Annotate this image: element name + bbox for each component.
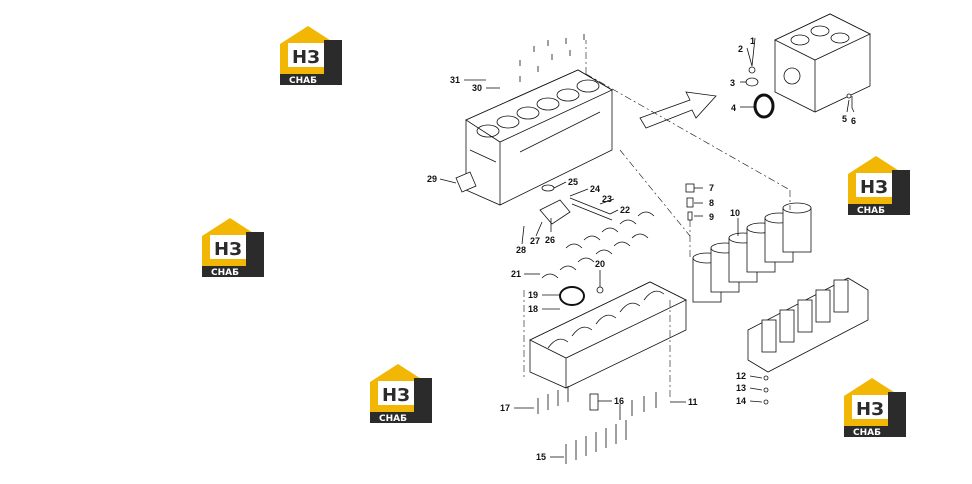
watermark-logo: НЗ СНАБ [370, 364, 432, 424]
view-arrow [639, 91, 717, 129]
watermark-word: СНАБ [857, 206, 885, 216]
callout-6: 6 [851, 116, 856, 126]
callout-30: 30 [472, 83, 482, 93]
callout-21: 21 [511, 269, 521, 279]
watermark-logo: НЗ СНАБ [844, 378, 906, 438]
bearing-shells-upper [541, 211, 655, 279]
watermark-word: СНАБ [853, 428, 881, 438]
callout-12: 12 [736, 371, 746, 381]
callout-31: 31 [450, 75, 460, 85]
callout-23: 23 [602, 194, 612, 204]
watermark-logo: НЗ СНАБ [202, 218, 264, 278]
callout-2: 2 [738, 44, 743, 54]
watermark-logo: НЗ СНАБ [848, 156, 910, 216]
block-bottom-view [747, 277, 869, 373]
callout-7: 7 [709, 183, 714, 193]
callout-1: 1 [750, 36, 755, 46]
callout-24: 24 [590, 184, 600, 194]
watermark-letters: НЗ [292, 47, 320, 68]
callout-9: 9 [709, 212, 714, 222]
crankcase-bolts [537, 386, 657, 464]
callout-labels: 1 2 3 4 5 6 7 8 9 10 11 12 13 14 15 16 1… [427, 36, 856, 462]
cylinder-liners [692, 202, 812, 303]
callout-22: 22 [620, 205, 630, 215]
assembly-guide-lines [523, 40, 791, 400]
watermark-word: СНАБ [211, 268, 239, 278]
callout-29: 29 [427, 174, 437, 184]
callout-4: 4 [731, 103, 736, 113]
callout-5: 5 [842, 114, 847, 124]
plug-fittings [685, 183, 695, 221]
callout-25: 25 [568, 177, 578, 187]
callout-10: 10 [730, 208, 740, 218]
callout-14: 14 [736, 396, 746, 406]
callout-11: 11 [688, 397, 698, 407]
watermark-word: СНАБ [379, 414, 407, 424]
callout-27: 27 [530, 236, 540, 246]
leader-lines [439, 37, 855, 458]
watermark-letters: НЗ [860, 177, 888, 198]
callout-18: 18 [528, 304, 538, 314]
watermark-letters: НЗ [214, 239, 242, 260]
watermark-letters: НЗ [856, 399, 884, 420]
watermark-letters: НЗ [382, 385, 410, 406]
callout-15: 15 [536, 452, 546, 462]
callout-3: 3 [730, 78, 735, 88]
lower-crankcase [529, 281, 687, 389]
pump-bracket [539, 199, 571, 225]
callout-13: 13 [736, 383, 746, 393]
callout-16: 16 [614, 396, 624, 406]
callout-19: 19 [528, 290, 538, 300]
block-top-bolts [519, 34, 585, 82]
callout-17: 17 [500, 403, 510, 413]
watermark-logo: НЗ СНАБ [280, 26, 342, 86]
callout-26: 26 [545, 235, 555, 245]
callout-8: 8 [709, 198, 714, 208]
cylinder-block [455, 69, 613, 206]
block-rear-view [774, 13, 871, 113]
callout-20: 20 [595, 259, 605, 269]
watermark-word: СНАБ [289, 76, 317, 86]
callout-28: 28 [516, 245, 526, 255]
